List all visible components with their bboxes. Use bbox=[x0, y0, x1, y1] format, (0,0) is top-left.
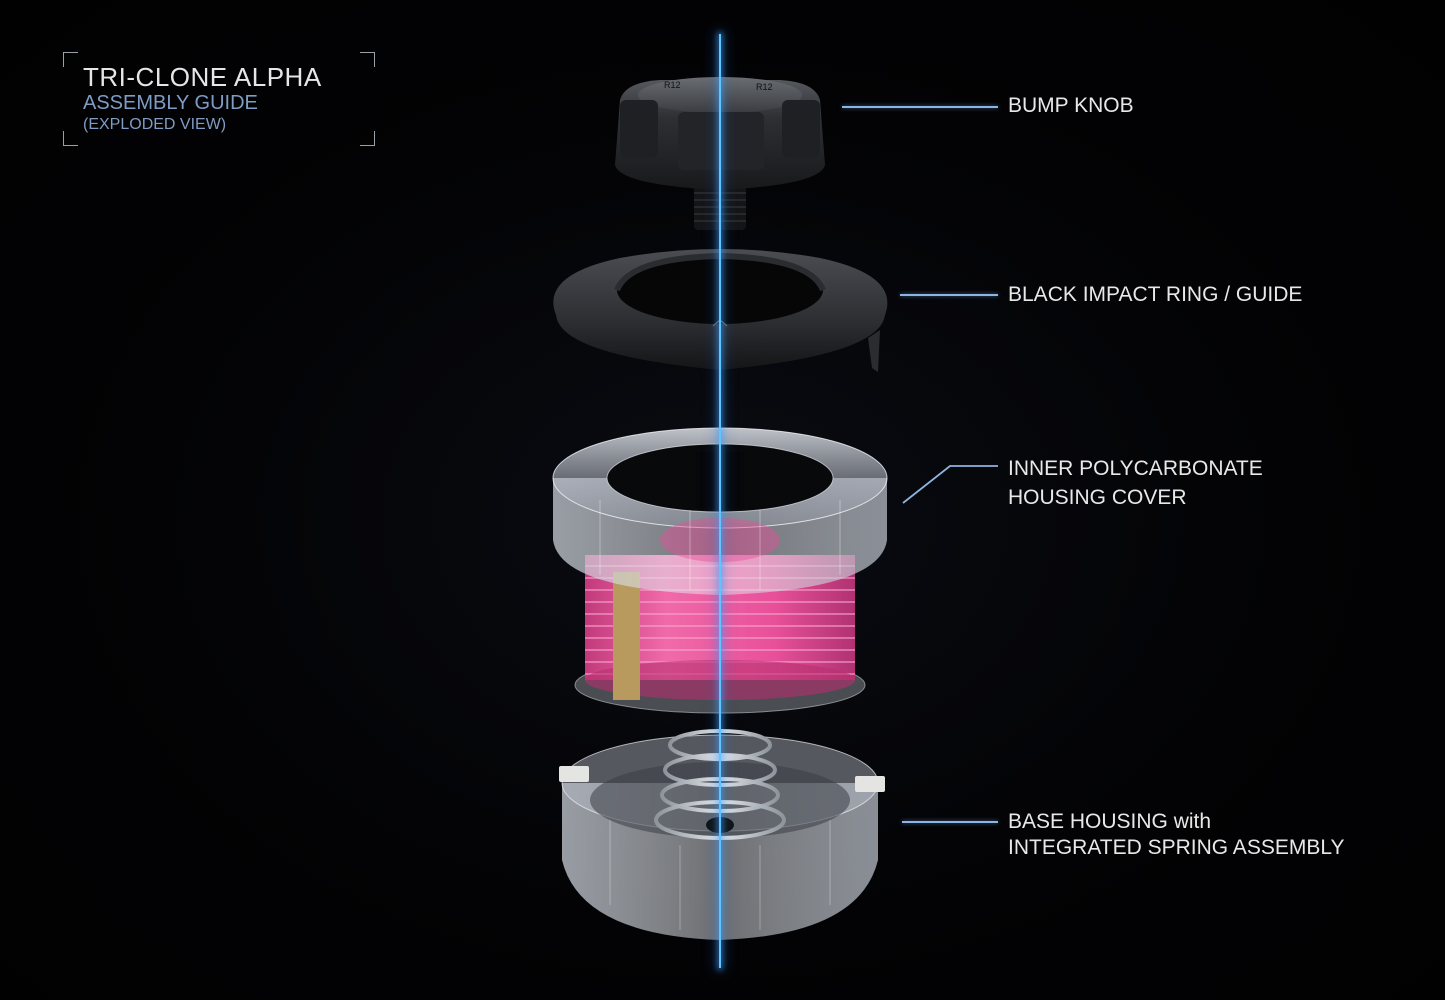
corner-bracket-bottom-left bbox=[63, 131, 78, 146]
label-impact-ring: BLACK IMPACT RING / GUIDE bbox=[1008, 282, 1302, 308]
leader-line-bump-knob bbox=[842, 106, 998, 108]
label-line: BASE HOUSING with bbox=[1008, 810, 1212, 833]
diagram-note: (EXPLODED VIEW) bbox=[83, 116, 227, 133]
corner-bracket-bottom-right bbox=[360, 131, 375, 146]
svg-text:R12: R12 bbox=[756, 82, 773, 92]
leader-line-housing-cover bbox=[902, 465, 998, 504]
corner-bracket-top-right bbox=[360, 52, 375, 67]
label-line: BUMP KNOB bbox=[1008, 94, 1134, 117]
base-housing-illustration bbox=[559, 729, 885, 940]
leader-line-impact-ring bbox=[900, 294, 998, 296]
leader-line-base-housing bbox=[902, 821, 998, 823]
label-bump-knob: BUMP KNOB bbox=[1008, 93, 1134, 119]
assembly-axis-line bbox=[719, 34, 721, 968]
label-base-housing: BASE HOUSING with INTEGRATED SPRING ASSE… bbox=[1008, 809, 1344, 861]
diagram-subtitle: ASSEMBLY GUIDE bbox=[83, 92, 258, 114]
label-housing-cover: INNER POLYCARBONATE HOUSING COVER bbox=[1008, 454, 1263, 512]
corner-bracket-top-left bbox=[63, 52, 78, 67]
svg-text:R12: R12 bbox=[664, 80, 681, 90]
title-block: TRI-CLONE ALPHA ASSEMBLY GUIDE (EXPLODED… bbox=[63, 52, 375, 146]
label-line: INNER POLYCARBONATE bbox=[1008, 457, 1263, 480]
label-line: INTEGRATED SPRING ASSEMBLY bbox=[1008, 836, 1345, 859]
diagram-title: TRI-CLONE ALPHA bbox=[83, 62, 322, 92]
label-line: HOUSING COVER bbox=[1008, 486, 1187, 509]
label-line: BLACK IMPACT RING / GUIDE bbox=[1008, 283, 1303, 306]
